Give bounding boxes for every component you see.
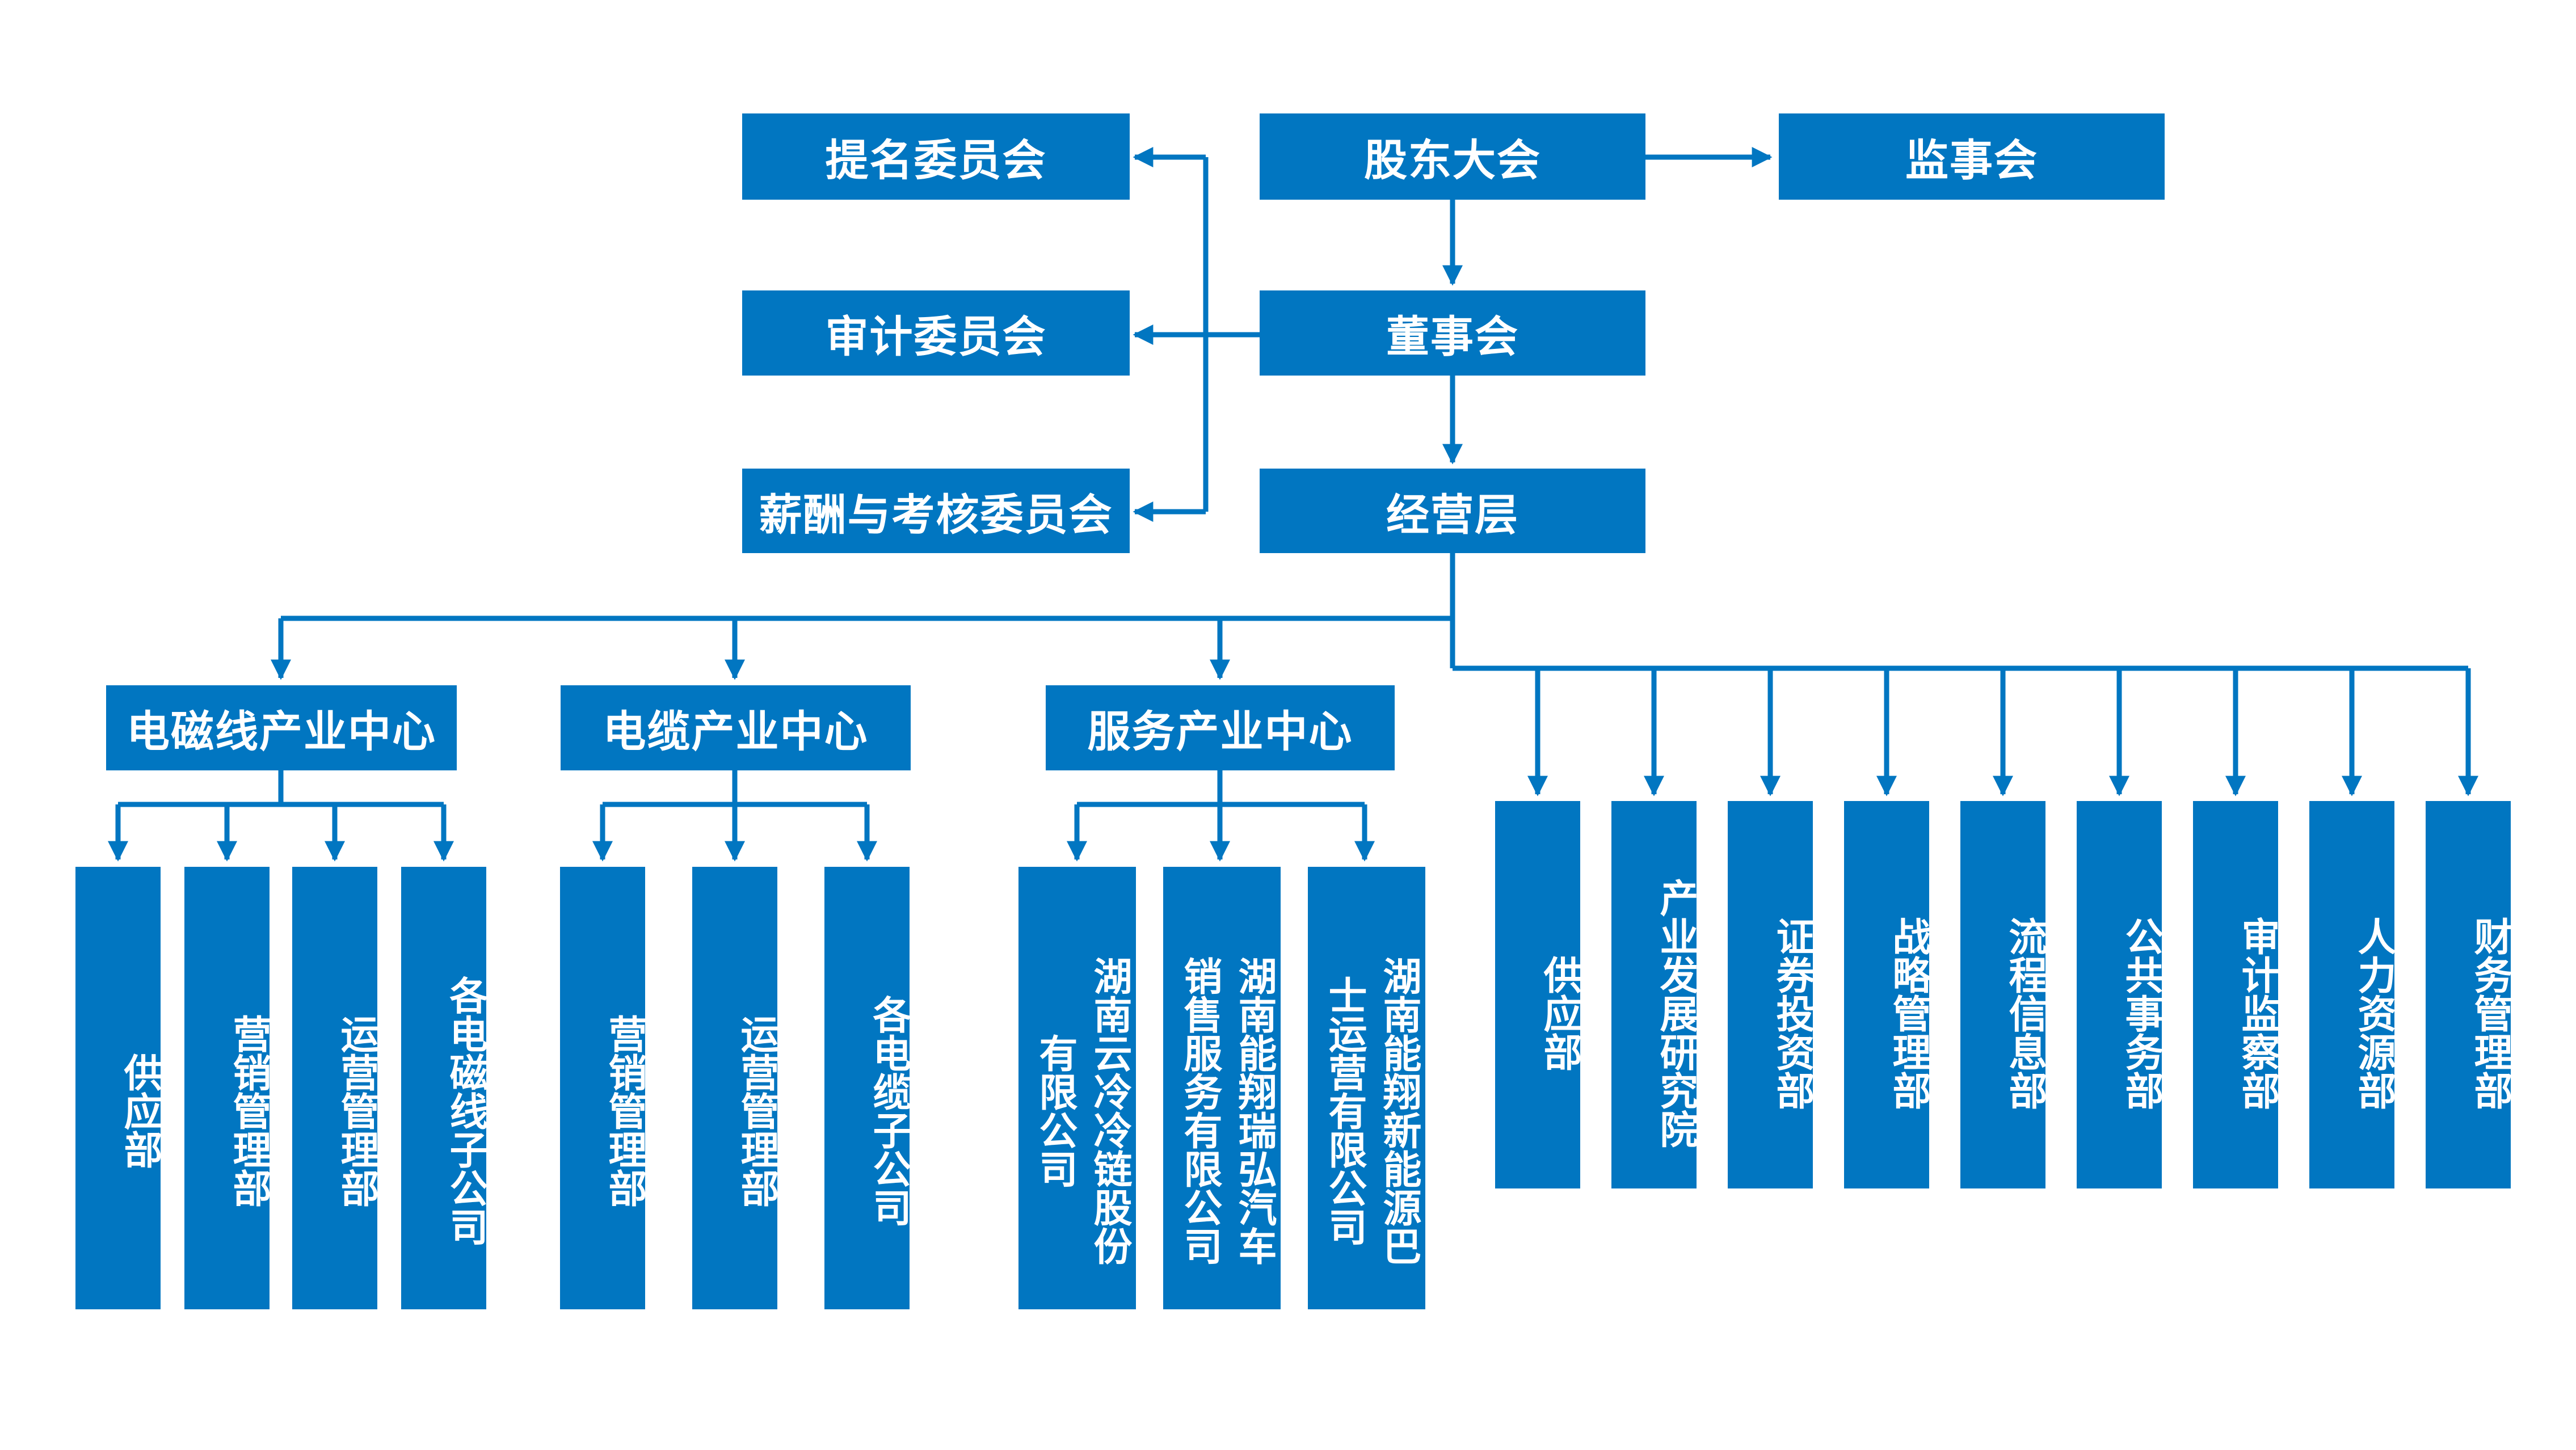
node-center-3: 服务产业中心 <box>1046 685 1395 770</box>
node-c1-child-3: 运营管理部 <box>292 867 378 1309</box>
node-supervisors: 监事会 <box>1779 113 2165 200</box>
node-center-1: 电磁线产业中心 <box>106 685 457 770</box>
node-dept-3-label: 证券投资部 <box>1769 917 1814 1110</box>
node-c1-child-2: 营销管理部 <box>184 867 271 1309</box>
node-c1-child-1: 供应部 <box>75 867 162 1309</box>
node-dept-4: 战略管理部 <box>1844 801 1930 1188</box>
node-c2-child-3: 各电缆子公司 <box>824 867 911 1309</box>
node-audit-committee-label: 审计委员会 <box>825 311 1047 362</box>
node-dept-7: 审计监察部 <box>2193 801 2279 1188</box>
node-c2-child-2: 运营管理部 <box>692 867 778 1309</box>
node-management: 经营层 <box>1260 469 1645 553</box>
node-shareholders-label: 股东大会 <box>1364 135 1541 186</box>
node-dept-3: 证券投资部 <box>1728 801 1814 1188</box>
node-dept-8-label: 人力资源部 <box>2351 917 2396 1110</box>
node-c3-child-3: 湖南能翔新能源巴士运营有限公司 <box>1308 867 1425 1309</box>
node-compensation-committee: 薪酬与考核委员会 <box>742 469 1130 553</box>
node-c1-child-3-label: 运营管理部 <box>334 1014 378 1207</box>
node-c3-child-1-label: 湖南云冷冷链股份有限公司 <box>1032 956 1131 1265</box>
node-c1-child-4-label: 各电磁线子公司 <box>443 976 487 1246</box>
node-c1-child-2-label: 营销管理部 <box>226 1014 271 1207</box>
node-dept-1-label: 供应部 <box>1537 955 1581 1071</box>
node-center-2: 电缆产业中心 <box>561 685 911 770</box>
node-center-2-label: 电缆产业中心 <box>603 706 869 757</box>
node-dept-4-label: 战略管理部 <box>1885 917 1930 1110</box>
node-nomination-committee-label: 提名委员会 <box>825 135 1047 186</box>
node-dept-9: 财务管理部 <box>2426 801 2512 1188</box>
node-dept-7-label: 审计监察部 <box>2234 917 2279 1110</box>
node-center-1-label: 电磁线产业中心 <box>127 706 436 757</box>
node-center-3-label: 服务产业中心 <box>1087 706 1353 757</box>
node-dept-6: 公共事务部 <box>2077 801 2163 1188</box>
node-c3-child-2-label: 湖南能翔瑞弘汽车销售服务有限公司 <box>1177 956 1276 1265</box>
node-board-label: 董事会 <box>1386 311 1519 362</box>
node-board: 董事会 <box>1260 290 1645 376</box>
node-c3-child-2: 湖南能翔瑞弘汽车销售服务有限公司 <box>1163 867 1281 1309</box>
node-c1-child-4: 各电磁线子公司 <box>401 867 487 1309</box>
node-dept-2: 产业发展研究院 <box>1611 801 1698 1188</box>
node-compensation-committee-label: 薪酬与考核委员会 <box>759 489 1113 540</box>
node-dept-2-label: 产业发展研究院 <box>1653 878 1698 1148</box>
node-c1-child-1-label: 供应部 <box>117 1053 162 1169</box>
node-dept-6-label: 公共事务部 <box>2118 917 2163 1110</box>
node-audit-committee: 审计委员会 <box>742 290 1130 376</box>
node-c2-child-1-label: 营销管理部 <box>601 1014 646 1207</box>
node-dept-1: 供应部 <box>1495 801 1581 1188</box>
node-management-label: 经营层 <box>1386 489 1519 540</box>
node-nomination-committee: 提名委员会 <box>742 113 1130 200</box>
node-dept-9-label: 财务管理部 <box>2467 917 2512 1110</box>
node-c2-child-1: 营销管理部 <box>560 867 646 1309</box>
node-supervisors-label: 监事会 <box>1905 135 2038 186</box>
node-dept-5-label: 流程信息部 <box>2002 917 2047 1110</box>
node-dept-5: 流程信息部 <box>1960 801 2047 1188</box>
node-dept-8: 人力资源部 <box>2309 801 2396 1188</box>
node-shareholders: 股东大会 <box>1260 113 1645 200</box>
node-c2-child-2-label: 运营管理部 <box>734 1014 778 1207</box>
node-c3-child-3-label: 湖南能翔新能源巴士运营有限公司 <box>1321 956 1421 1265</box>
node-c2-child-3-label: 各电缆子公司 <box>866 995 911 1226</box>
node-c3-child-1: 湖南云冷冷链股份有限公司 <box>1018 867 1136 1309</box>
